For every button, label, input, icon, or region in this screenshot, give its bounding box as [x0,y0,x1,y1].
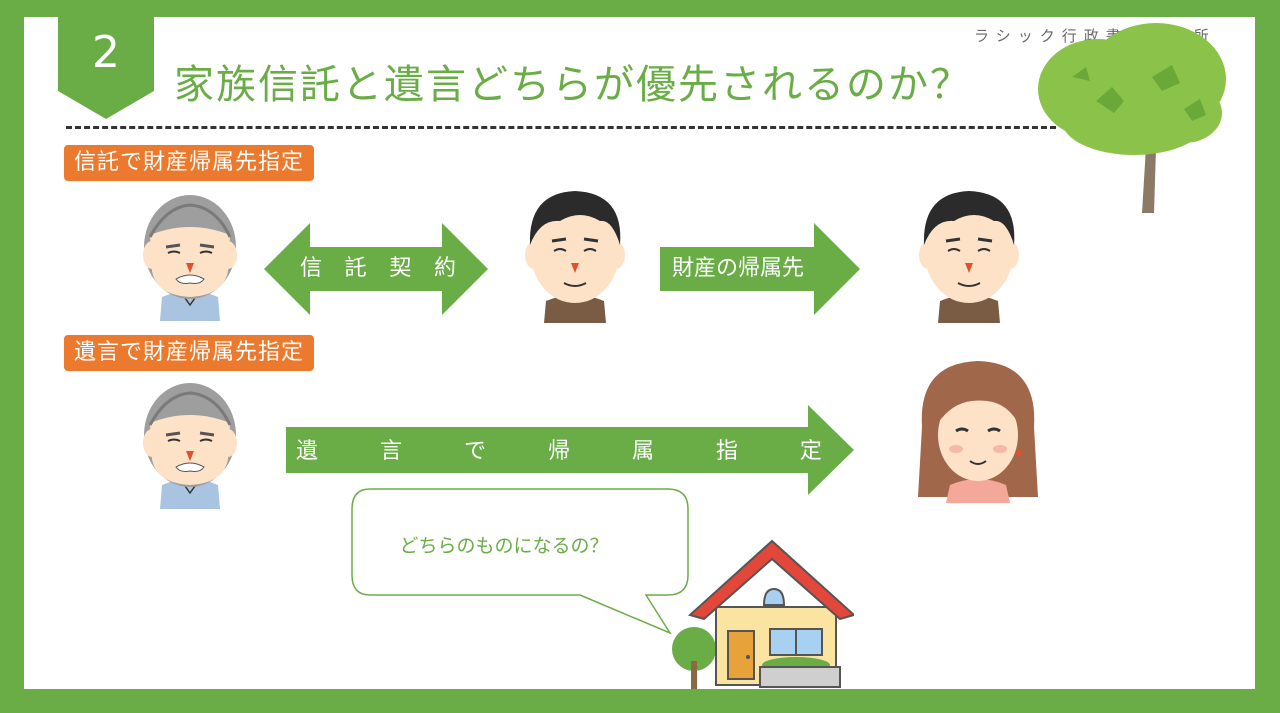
tag-trust-designation: 信託で財産帰属先指定 [64,145,315,181]
slide-number: 2 [92,27,120,78]
arrow-label-char: 託 [344,256,367,281]
page-title: 家族信託と遺言どちらが優先されるのか？ [174,62,972,108]
arrow-label-char: で [463,439,486,464]
trust-contract-arrow [264,223,488,315]
slide-number-badge: 2 [58,17,154,119]
arrow-label-char: 信 [300,256,323,281]
slide-content: 2 家族信託と遺言どちらが優先されるのか？ ラシック行政書士事務所 信託で財産帰… [24,17,1255,689]
house-icon [672,539,854,689]
arrow-label-char: 帰 [547,439,570,464]
property-destination-arrow [660,223,860,315]
arrow-label-char: 契 [389,256,412,281]
tag-will-designation: 遺言で財産帰属先指定 [64,335,315,371]
young-man-icon [525,191,625,323]
tree-illustration [1038,23,1226,213]
speech-bubble [351,488,689,635]
badge-shape [58,17,154,119]
will-designation-label: 遺言で帰属指定 [296,437,822,467]
elderly-man-icon [143,383,237,509]
property-destination-label: 財産の帰属先 [672,256,805,281]
trust-contract-label: 信託契約 [300,254,456,284]
arrow-label-char: 指 [715,439,738,464]
arrow-label-char: 定 [799,439,822,464]
speech-bubble-text: どちらのものになるの？ [399,535,609,557]
will-designation-arrow [286,405,854,495]
young-man-icon [919,191,1019,323]
elderly-man-icon [143,195,237,321]
arrow-label-char: 属 [631,439,654,464]
arrow-label-char: 約 [433,256,456,281]
arrow-label-char: 遺 [296,439,319,464]
arrow-label-char: 言 [379,439,402,464]
woman-icon [918,361,1038,503]
dashed-divider [66,126,1056,129]
